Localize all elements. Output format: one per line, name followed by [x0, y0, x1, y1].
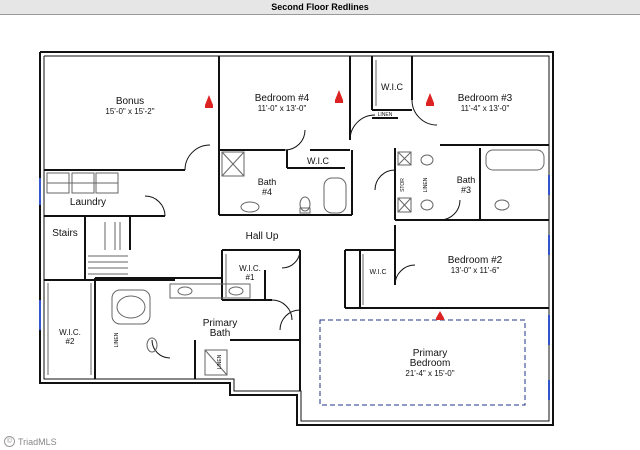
room-stairs: Stairs: [52, 228, 78, 239]
room-primary-bedroom-line2: Bedroom: [410, 358, 451, 369]
redline-arrow-primary: [436, 311, 444, 318]
room-hall: Hall Up: [246, 231, 279, 242]
plan-title: Second Floor Redlines: [0, 0, 640, 15]
windows: [39, 175, 550, 400]
room-bonus-name: Bonus: [116, 96, 144, 107]
room-bedroom3-name: Bedroom #3: [458, 93, 513, 104]
room-linen-primary2: LINEN: [217, 354, 223, 369]
room-bedroom2-name: Bedroom #2: [448, 255, 503, 266]
room-bath3-number: #3: [461, 185, 471, 195]
room-linen-top: LINEN: [378, 112, 393, 118]
redline-markers: [205, 90, 444, 320]
room-primary-bedroom-dims: 21'-4" x 15'-0": [405, 369, 454, 378]
room-laundry: Laundry: [70, 197, 106, 208]
room-bedroom3-dims: 11'-4" x 13'-0": [461, 104, 510, 113]
redline-arrow-bonus: [205, 95, 213, 105]
room-primary-bedroom-line1: Primary: [413, 348, 447, 359]
room-bedroom2-dims: 13'-0" x 11'-6": [451, 266, 500, 275]
room-wic1-number: #1: [246, 273, 255, 282]
room-primary-bath-line1: Primary: [203, 318, 237, 329]
room-bath4-number: #4: [262, 187, 272, 197]
room-wic1-name: W.I.C.: [239, 264, 261, 273]
room-bedroom4-name: Bedroom #4: [255, 93, 310, 104]
room-labels: Bonus 15'-0" x 15'-2" Bedroom #4 11'-0" …: [52, 82, 512, 378]
room-wic-top: W.I.C: [381, 82, 403, 92]
room-primary-bath-line2: Bath: [210, 328, 231, 339]
room-bath3-name: Bath: [457, 175, 476, 185]
interior-walls: [44, 56, 549, 391]
floor-plan: Bonus 15'-0" x 15'-2" Bedroom #4 11'-0" …: [39, 51, 554, 426]
room-wic-bed2: W.I.C: [369, 269, 386, 276]
room-wic2-name: W.I.C.: [59, 328, 81, 337]
room-wic-mid: W.I.C: [307, 156, 329, 166]
room-linen-primary: LINEN: [114, 332, 120, 347]
room-wic2-number: #2: [66, 337, 75, 346]
room-bonus-dims: 15'-0" x 15'-2": [105, 107, 154, 116]
redline-arrow-bedroom4: [335, 90, 343, 100]
watermark-text: TriadMLS: [18, 436, 57, 447]
room-linen-bath3: LINEN: [423, 177, 429, 192]
redline-arrow-bedroom3: [426, 93, 434, 103]
fixtures: [46, 60, 545, 376]
room-stor: STOR: [400, 178, 406, 192]
watermark: © TriadMLS: [4, 436, 57, 447]
doors: [144, 99, 461, 359]
copyright-icon: ©: [4, 436, 15, 447]
room-bedroom4-dims: 11'-0" x 13'-0": [258, 104, 307, 113]
room-bath4-name: Bath: [258, 177, 277, 187]
bed-outline: [319, 319, 526, 406]
